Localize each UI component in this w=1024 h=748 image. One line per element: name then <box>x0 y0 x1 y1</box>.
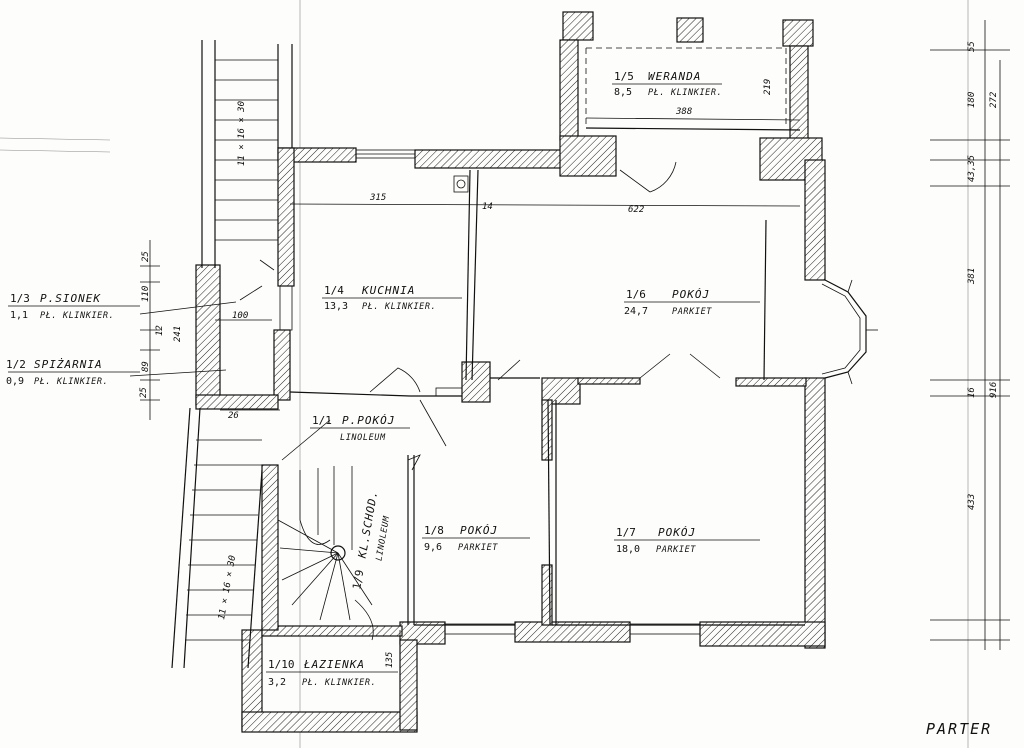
dim-241: 241 <box>173 326 183 342</box>
dim-pantry-width: 100 <box>232 311 248 321</box>
dim-right-4335: 43,35 <box>967 155 977 182</box>
svg-text:1/3: 1/3 <box>10 292 30 305</box>
room-label-1-10: 1/10 ŁAZIENKA 3,2 PŁ. KLINKIER. <box>268 658 376 688</box>
dim-right-381: 381 <box>967 268 977 285</box>
svg-text:1,1: 1,1 <box>10 310 28 321</box>
dim-right-272: 272 <box>989 92 999 108</box>
dim-stair-top: 11 × 16 × 30 <box>237 101 247 166</box>
svg-text:24,7: 24,7 <box>624 306 648 317</box>
dim-right-16: 16 <box>967 387 977 398</box>
svg-text:PŁ. KLINKIER.: PŁ. KLINKIER. <box>648 88 722 98</box>
svg-text:0,9: 0,9 <box>6 376 24 387</box>
svg-text:PŁ. KLINKIER.: PŁ. KLINKIER. <box>40 311 114 321</box>
dim-wall-14: 14 <box>482 202 493 212</box>
exterior-stairs-top <box>201 40 293 268</box>
svg-text:9,6: 9,6 <box>424 542 442 553</box>
svg-text:1/5: 1/5 <box>614 70 634 83</box>
svg-text:PARKIET: PARKIET <box>656 545 696 555</box>
svg-text:P.SIONEK: P.SIONEK <box>40 292 101 305</box>
room-label-1-1: 1/1 P.POKÓJ LINOLEUM <box>312 414 395 443</box>
dim-veranda-depth: 219 <box>763 79 773 95</box>
dim-25-top: 25 <box>141 251 151 262</box>
dim-89: 89 <box>141 361 151 372</box>
dim-veranda-width: 388 <box>675 107 692 117</box>
exterior-walls <box>195 11 826 733</box>
svg-text:P.POKÓJ: P.POKÓJ <box>342 414 395 427</box>
room-label-1-8: 1/8 POKÓJ 9,6 PARKIET <box>424 524 498 553</box>
room-label-1-7: 1/7 POKÓJ 18,0 PARKIET <box>616 526 696 555</box>
svg-text:POKÓJ: POKÓJ <box>672 288 710 301</box>
svg-text:3,2: 3,2 <box>268 677 286 688</box>
svg-text:1/9: 1/9 <box>350 569 366 591</box>
svg-text:PARKIET: PARKIET <box>458 543 498 553</box>
dim-right-180: 180 <box>967 92 977 108</box>
dim-corridor-26: 26 <box>228 411 239 421</box>
kitchen-details <box>435 175 469 397</box>
svg-text:LINOLEUM: LINOLEUM <box>374 515 392 562</box>
svg-text:POKÓJ: POKÓJ <box>460 524 498 537</box>
interior-walls <box>289 47 805 626</box>
svg-text:18,0: 18,0 <box>616 544 640 555</box>
bay-window <box>821 279 878 385</box>
dim-right-433: 433 <box>967 494 977 510</box>
room-label-1-6: 1/6 POKÓJ 24,7 PARKIET <box>624 288 712 317</box>
svg-text:1/6: 1/6 <box>626 288 646 301</box>
svg-text:1/7: 1/7 <box>616 526 636 539</box>
dimension-lines <box>129 20 1010 712</box>
door-swings <box>239 161 721 471</box>
exterior-stairs-bottom <box>171 407 263 669</box>
spiral-staircase <box>277 419 374 641</box>
label-rules <box>8 83 760 673</box>
svg-text:13,3: 13,3 <box>324 301 348 312</box>
svg-text:PŁ. KLINKIER.: PŁ. KLINKIER. <box>34 377 108 387</box>
dim-room-width: 622 <box>628 205 644 215</box>
dim-12: 12 <box>155 325 165 336</box>
svg-text:POKÓJ: POKÓJ <box>658 526 696 539</box>
svg-text:PŁ. KLINKIER.: PŁ. KLINKIER. <box>362 302 436 312</box>
svg-text:1/10: 1/10 <box>268 658 295 671</box>
svg-text:WERANDA: WERANDA <box>648 70 701 83</box>
svg-text:1/1: 1/1 <box>312 414 332 427</box>
svg-text:PŁ. KLINKIER.: PŁ. KLINKIER. <box>302 678 376 688</box>
plan-title: PARTER <box>926 720 992 738</box>
dim-right-916: 916 <box>989 382 999 398</box>
svg-text:ŁAZIENKA: ŁAZIENKA <box>303 658 365 671</box>
room-label-1-3: 1/3 P.SIONEK 1,1 PŁ. KLINKIER. <box>10 292 114 321</box>
dim-25-bottom: 25 <box>139 387 149 398</box>
svg-text:1/2: 1/2 <box>6 358 26 371</box>
room-label-1-9: 1/9 KL.SCHOD. LINOLEUM <box>350 489 392 591</box>
svg-text:LINOLEUM: LINOLEUM <box>340 433 386 443</box>
dim-kitchen-width: 315 <box>369 193 386 203</box>
windows <box>279 149 701 635</box>
svg-text:1/8: 1/8 <box>424 524 444 537</box>
room-label-1-2: 1/2 SPIŻARNIA 0,9 PŁ. KLINKIER. <box>6 358 108 387</box>
room-label-1-4: 1/4 KUCHNIA 13,3 PŁ. KLINKIER. <box>324 284 436 312</box>
svg-text:SPIŻARNIA: SPIŻARNIA <box>34 358 103 371</box>
svg-text:KUCHNIA: KUCHNIA <box>361 284 415 297</box>
paper-guides <box>0 0 969 748</box>
room-label-1-5: 1/5 WERANDA 8,5 PŁ. KLINKIER. <box>614 70 722 98</box>
svg-text:1/4: 1/4 <box>324 284 344 297</box>
dim-110: 110 <box>141 286 151 302</box>
svg-text:8,5: 8,5 <box>614 87 632 98</box>
dim-right-55: 55 <box>967 41 977 52</box>
dim-bath-135: 135 <box>385 652 395 668</box>
svg-text:PARKIET: PARKIET <box>672 307 712 317</box>
